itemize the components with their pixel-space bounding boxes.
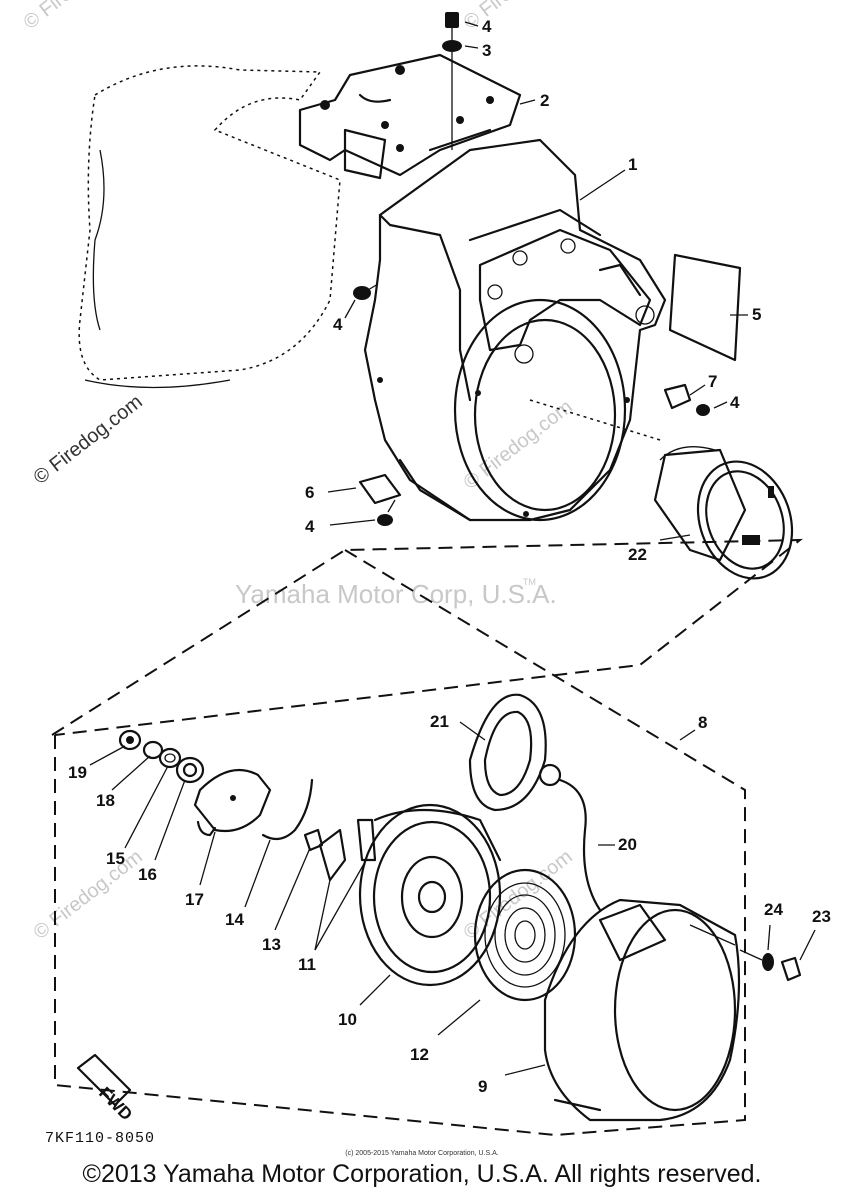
callout-14: 14 [225, 910, 244, 929]
plate-17 [193, 768, 272, 837]
callout-1: 1 [628, 155, 637, 174]
spring-12 [473, 868, 577, 1002]
part-code: 7KF110-8050 [45, 1130, 156, 1147]
footer-copyright: ©2013 Yamaha Motor Corporation, U.S.A. A… [82, 1160, 762, 1188]
watermark-firedog-left: © Firedog.com [30, 391, 147, 489]
callout-15: 15 [106, 849, 125, 868]
washer-stack [118, 729, 205, 784]
leader-lines [89, 21, 816, 1076]
watermark-firedog-low-left: © Firedog.com [30, 846, 147, 944]
callout-22: 22 [628, 545, 647, 564]
plate-5 [668, 253, 742, 362]
callout-3: 3 [482, 41, 491, 60]
watermark-center: Yamaha Motor Corp, U.S.A. [235, 579, 557, 609]
callout-16: 16 [138, 865, 157, 884]
callout-21: 21 [430, 712, 449, 731]
assembly-frame-8 [51, 538, 803, 1137]
watermark-firedog-mid: © Firedog.com [460, 396, 577, 494]
assembly-axis-upper [529, 399, 661, 441]
engine-outline [78, 65, 341, 389]
callout-13: 13 [262, 935, 281, 954]
bracket-2 [298, 53, 522, 180]
part-6 [358, 473, 402, 526]
callout-23: 23 [812, 907, 831, 926]
bolt-4-top [442, 12, 462, 150]
watermark-tm: TM [523, 577, 536, 587]
bolt-4-left [353, 283, 379, 300]
rope-20 [558, 778, 602, 912]
callout-24: 24 [764, 900, 783, 919]
callout-5: 5 [752, 305, 761, 324]
watermark-firedog-top: © Fire [20, 0, 77, 34]
callout-4-top: 4 [482, 17, 492, 36]
callout-18: 18 [96, 791, 115, 810]
fwd-arrow-icon: FWD [76, 1053, 136, 1124]
shroud-22 [653, 446, 794, 580]
callout-11: 11 [298, 955, 316, 974]
callout-20: 20 [618, 835, 637, 854]
callout-10: 10 [338, 1010, 357, 1029]
case-9 [543, 898, 741, 1122]
clip-7 [663, 383, 710, 416]
fastener-23-24 [739, 949, 802, 982]
spring-14 [261, 778, 314, 841]
fan-housing-1 [363, 138, 667, 522]
callout-6: 6 [305, 483, 314, 502]
callout-4-left: 4 [333, 315, 343, 334]
callout-8: 8 [698, 713, 707, 732]
callout-2: 2 [540, 91, 549, 110]
callout-19: 19 [68, 763, 87, 782]
small-copyright: (c) 2005-2015 Yamaha Motor Corporation, … [345, 1150, 499, 1157]
callout-9: 9 [478, 1077, 487, 1096]
callout-4-lower: 4 [305, 517, 315, 536]
watermark-firedog-low: © Firedog.com [460, 846, 577, 944]
callout-17: 17 [185, 890, 204, 909]
handle-21 [468, 693, 562, 812]
callout-7: 7 [708, 372, 717, 391]
callout-4-right: 4 [730, 393, 740, 412]
callout-12: 12 [410, 1045, 429, 1064]
pawl-parts [303, 818, 377, 882]
